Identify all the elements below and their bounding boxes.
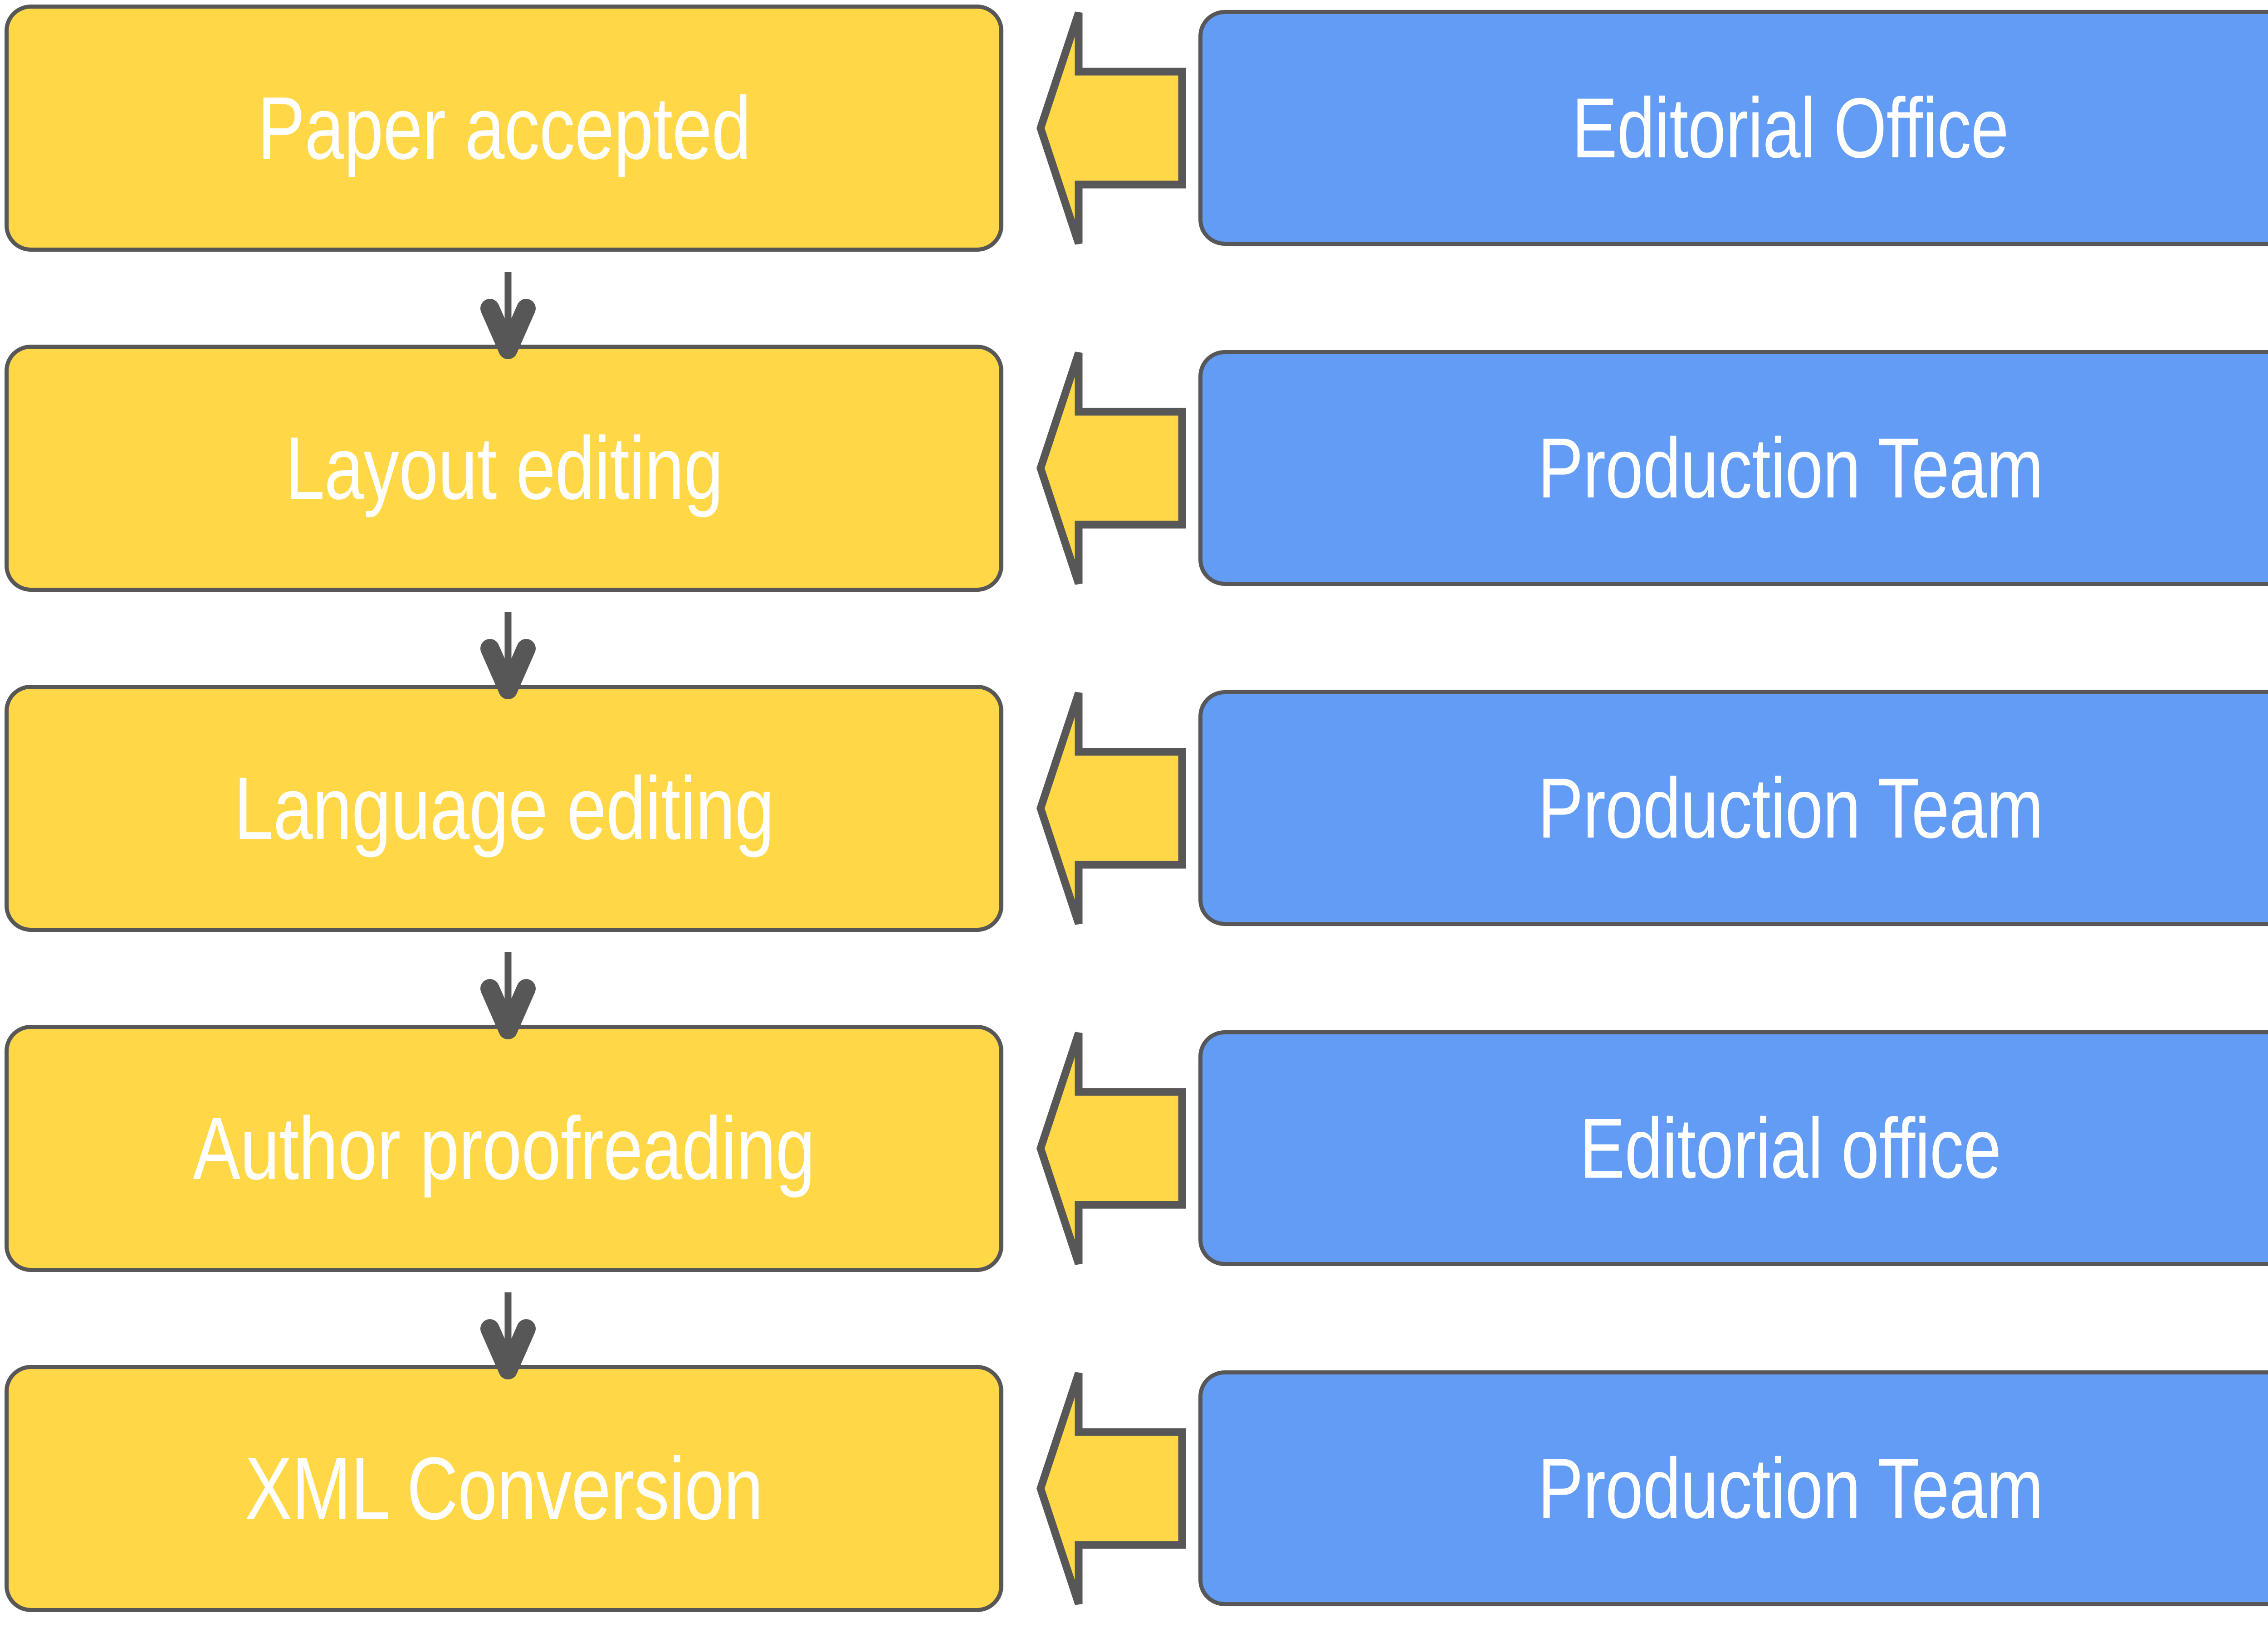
actor-label: Production Team — [1538, 760, 2043, 856]
stage-label: Author proofreading — [193, 1098, 816, 1198]
stage-label: Language editing — [234, 758, 774, 858]
actor-label: Editorial office — [1579, 1101, 2001, 1196]
left-arrow-icon — [1034, 1025, 1186, 1272]
actor-box-5[interactable]: Production Team — [1198, 1370, 2268, 1606]
flow-row: Layout editing Production Team — [0, 345, 2268, 592]
stage-box-2[interactable]: Layout editing — [5, 345, 1003, 592]
actor-label: Editorial Office — [1572, 80, 2009, 175]
flow-connector-arrow-1 — [472, 272, 544, 359]
stage-box-3[interactable]: Language editing — [5, 685, 1003, 932]
actor-label: Production Team — [1538, 1441, 2043, 1536]
stage-box-1[interactable]: Paper accepted — [5, 5, 1003, 252]
actor-box-1[interactable]: Editorial Office — [1198, 10, 2268, 246]
stage-box-4[interactable]: Author proofreading — [5, 1025, 1003, 1272]
stage-label: XML Conversion — [244, 1438, 763, 1538]
flow-row: Language editing Production Team — [0, 685, 2268, 932]
flow-connector-arrow-2 — [472, 612, 544, 699]
flow-connector-arrow-3 — [472, 952, 544, 1039]
stage-box-5[interactable]: XML Conversion — [5, 1365, 1003, 1612]
actor-box-2[interactable]: Production Team — [1198, 350, 2268, 586]
actor-label: Production Team — [1538, 420, 2043, 516]
flow-row: XML Conversion Production Team — [0, 1365, 2268, 1612]
flow-row: Paper accepted Editorial Office — [0, 5, 2268, 252]
left-arrow-icon — [1034, 5, 1186, 252]
actor-box-3[interactable]: Production Team — [1198, 690, 2268, 926]
left-arrow-icon — [1034, 345, 1186, 592]
flow-row: Author proofreading Editorial office — [0, 1025, 2268, 1272]
left-arrow-icon — [1034, 685, 1186, 932]
flow-connector-arrow-4 — [472, 1292, 544, 1379]
actor-box-4[interactable]: Editorial office — [1198, 1030, 2268, 1266]
stage-label: Layout editing — [285, 418, 723, 518]
left-arrow-icon — [1034, 1365, 1186, 1612]
stage-label: Paper accepted — [257, 78, 751, 178]
